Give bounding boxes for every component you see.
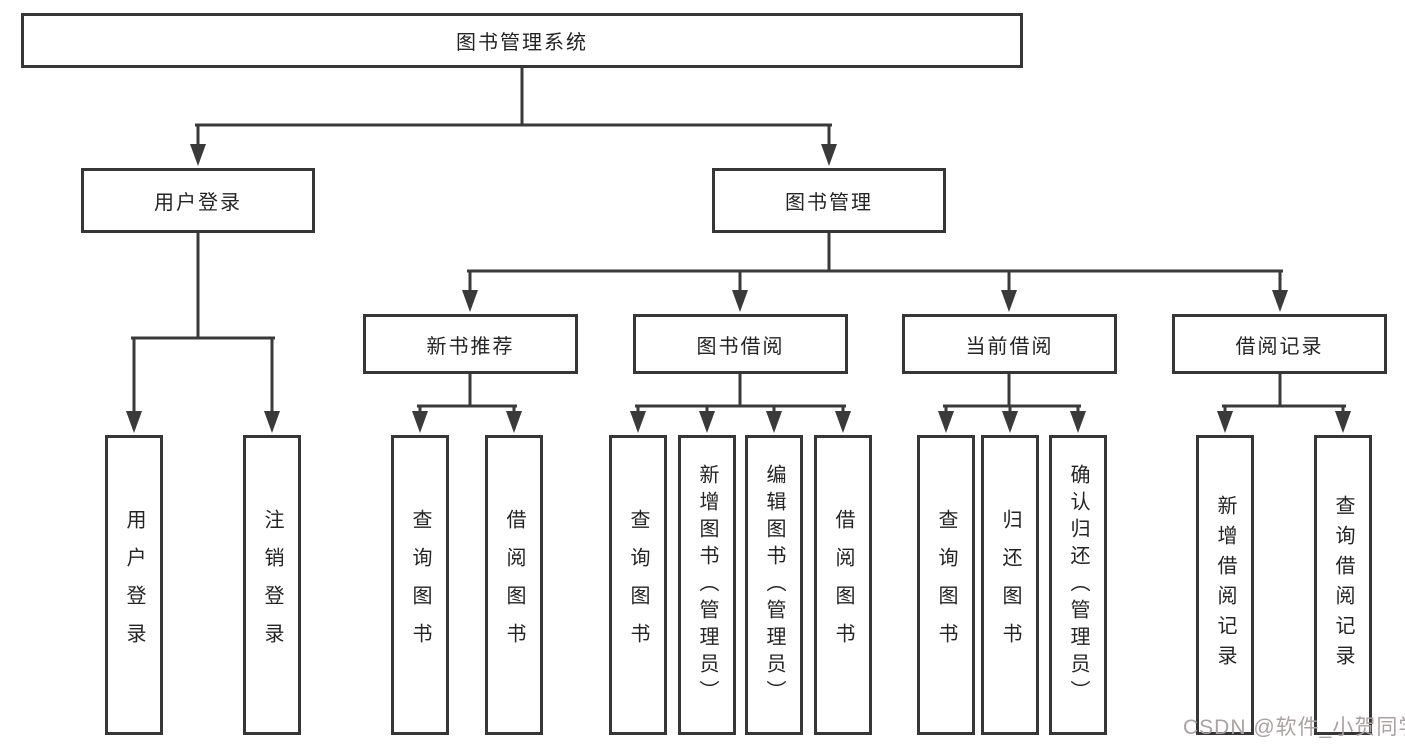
arrowhead-icon: [1335, 411, 1351, 433]
connector-user-login: [131, 231, 275, 413]
node-label: 新增借阅记录: [1214, 495, 1236, 675]
node-label: 归还图书: [999, 509, 1021, 661]
arrowhead-icon: [1217, 411, 1233, 433]
leaf-query-books-recommend: 查询图书: [391, 435, 449, 735]
node-label: 用户登录: [154, 192, 242, 214]
node-borrow-records: 借阅记录: [1172, 314, 1387, 374]
node-label: 新增图书（管理员）: [696, 463, 718, 707]
arrowhead-icon: [1272, 290, 1288, 312]
node-label: 图书管理: [785, 192, 873, 214]
arrowhead-icon: [766, 411, 782, 433]
leaf-query-books-borrow: 查询图书: [609, 435, 667, 735]
connector-current-borrow: [943, 372, 1081, 413]
arrowhead-icon: [506, 411, 522, 433]
leaf-borrow-books-recommend: 借阅图书: [485, 435, 543, 735]
node-label: 图书管理系统: [456, 32, 588, 54]
node-label: 用户登录: [123, 509, 145, 661]
connector-borrow-records: [1222, 372, 1346, 413]
arrowhead-icon: [732, 290, 748, 312]
node-label: 借阅记录: [1235, 335, 1324, 358]
node-label: 查询图书: [935, 509, 957, 661]
leaf-user-login: 用户登录: [105, 435, 163, 735]
leaf-add-borrow-record: 新增借阅记录: [1196, 435, 1254, 735]
node-system-root: 图书管理系统: [21, 13, 1023, 68]
node-label: 确认归还（管理员）: [1067, 463, 1089, 707]
node-current-borrow: 当前借阅: [902, 314, 1117, 374]
arrowhead-icon: [1001, 290, 1017, 312]
connector-book-management: [467, 231, 1283, 292]
node-label: 借阅图书: [503, 509, 525, 661]
leaf-edit-book-admin: 编辑图书（管理员）: [745, 435, 803, 735]
arrowhead-icon: [1002, 411, 1018, 433]
arrowhead-icon: [412, 411, 428, 433]
arrowhead-icon: [264, 411, 280, 433]
leaf-borrow-books: 借阅图书: [814, 435, 872, 735]
arrowhead-icon: [835, 411, 851, 433]
arrowhead-icon: [462, 290, 478, 312]
connector-new-book-recommend: [417, 372, 517, 413]
leaf-confirm-return-admin: 确认归还（管理员）: [1049, 435, 1107, 735]
node-label: 编辑图书（管理员）: [763, 463, 785, 707]
leaf-query-borrow-record: 查询借阅记录: [1314, 435, 1372, 735]
node-label: 查询图书: [627, 509, 649, 661]
arrowhead-icon: [126, 411, 142, 433]
connector-book-borrow: [635, 372, 846, 413]
node-label: 借阅图书: [832, 509, 854, 661]
node-label: 当前借阅: [965, 335, 1054, 358]
arrowhead-icon: [699, 411, 715, 433]
node-label: 图书借阅: [696, 335, 785, 358]
node-book-borrow: 图书借阅: [633, 314, 848, 374]
node-book-management: 图书管理: [712, 168, 946, 233]
arrowhead-icon: [1070, 411, 1086, 433]
node-label: 注销登录: [261, 509, 283, 661]
node-label: 新书推荐: [426, 335, 515, 358]
arrowhead-icon: [630, 411, 646, 433]
arrowhead-icon: [190, 144, 206, 166]
leaf-logout: 注销登录: [243, 435, 301, 735]
node-label: 查询借阅记录: [1332, 495, 1354, 675]
leaf-return-book: 归还图书: [981, 435, 1039, 735]
arrowhead-icon: [938, 411, 954, 433]
leaf-add-book-admin: 新增图书（管理员）: [678, 435, 736, 735]
arrowhead-icon: [821, 144, 837, 166]
leaf-query-books-current: 查询图书: [917, 435, 975, 735]
node-label: 查询图书: [409, 509, 431, 661]
node-user-login: 用户登录: [81, 168, 315, 233]
node-new-book-recommend: 新书推荐: [363, 314, 578, 374]
connector-root: [195, 66, 832, 148]
